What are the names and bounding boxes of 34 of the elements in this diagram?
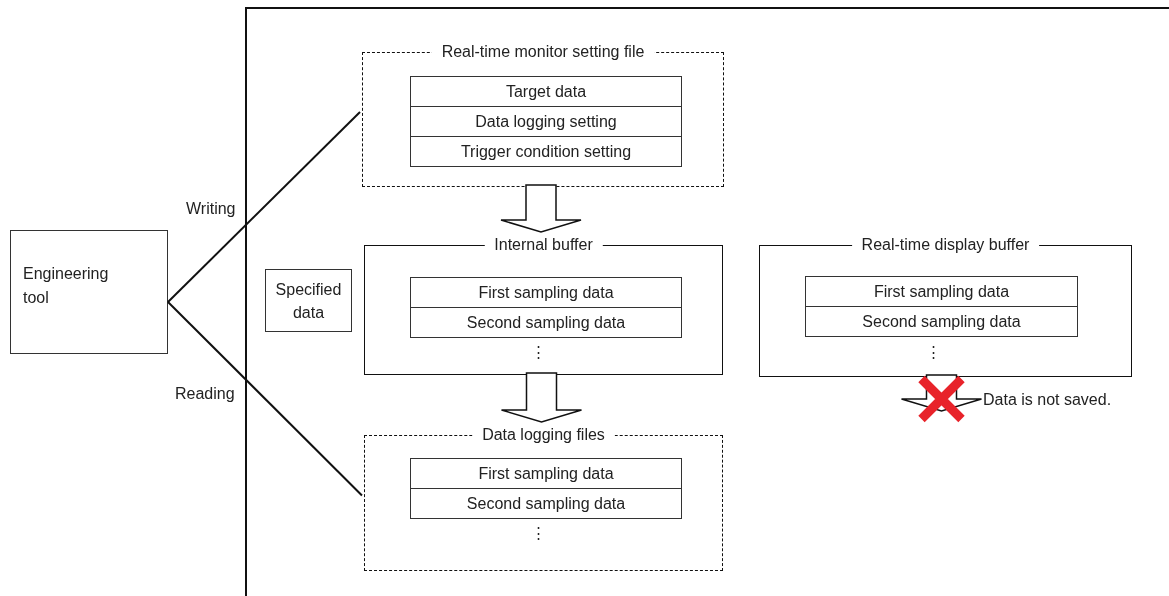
edge-label: Reading — [175, 384, 235, 404]
ellipsis-mark: ⋮ — [530, 342, 546, 362]
node-text: Trigger condition setting — [460, 142, 632, 161]
connector-line — [167, 111, 361, 303]
node-text: Second sampling data — [466, 313, 626, 332]
node-text: Data logging setting — [475, 112, 617, 131]
node-text: Specified data — [274, 279, 343, 323]
data-row — [410, 458, 682, 489]
hollow-arrow — [900, 374, 983, 412]
data-row — [410, 488, 682, 519]
node-text: Second sampling data — [466, 494, 626, 513]
edge-label: Writing — [186, 199, 236, 219]
node-text: First sampling data — [478, 464, 614, 483]
node-text: Target data — [505, 82, 587, 101]
node-text: Second sampling data — [862, 312, 1021, 331]
data-box — [265, 269, 352, 332]
data-row — [410, 76, 682, 107]
data-row — [410, 307, 682, 338]
node-text: Engineering tool — [23, 264, 110, 308]
ellipsis-mark: ⋮ — [530, 523, 546, 543]
note-text: Data is not saved. — [983, 390, 1112, 410]
hollow-arrow — [500, 184, 582, 233]
node-text: First sampling data — [478, 283, 614, 302]
data-row — [805, 276, 1078, 307]
tool-box — [10, 230, 168, 354]
connector-line — [167, 301, 363, 497]
data-row — [410, 106, 682, 137]
data-row — [410, 277, 682, 308]
data-row — [805, 306, 1078, 337]
data-row — [410, 136, 682, 167]
ellipsis-mark: ⋮ — [925, 342, 941, 362]
controller-frame — [245, 7, 1169, 596]
node-text: First sampling data — [873, 282, 1010, 301]
hollow-arrow — [500, 372, 583, 423]
